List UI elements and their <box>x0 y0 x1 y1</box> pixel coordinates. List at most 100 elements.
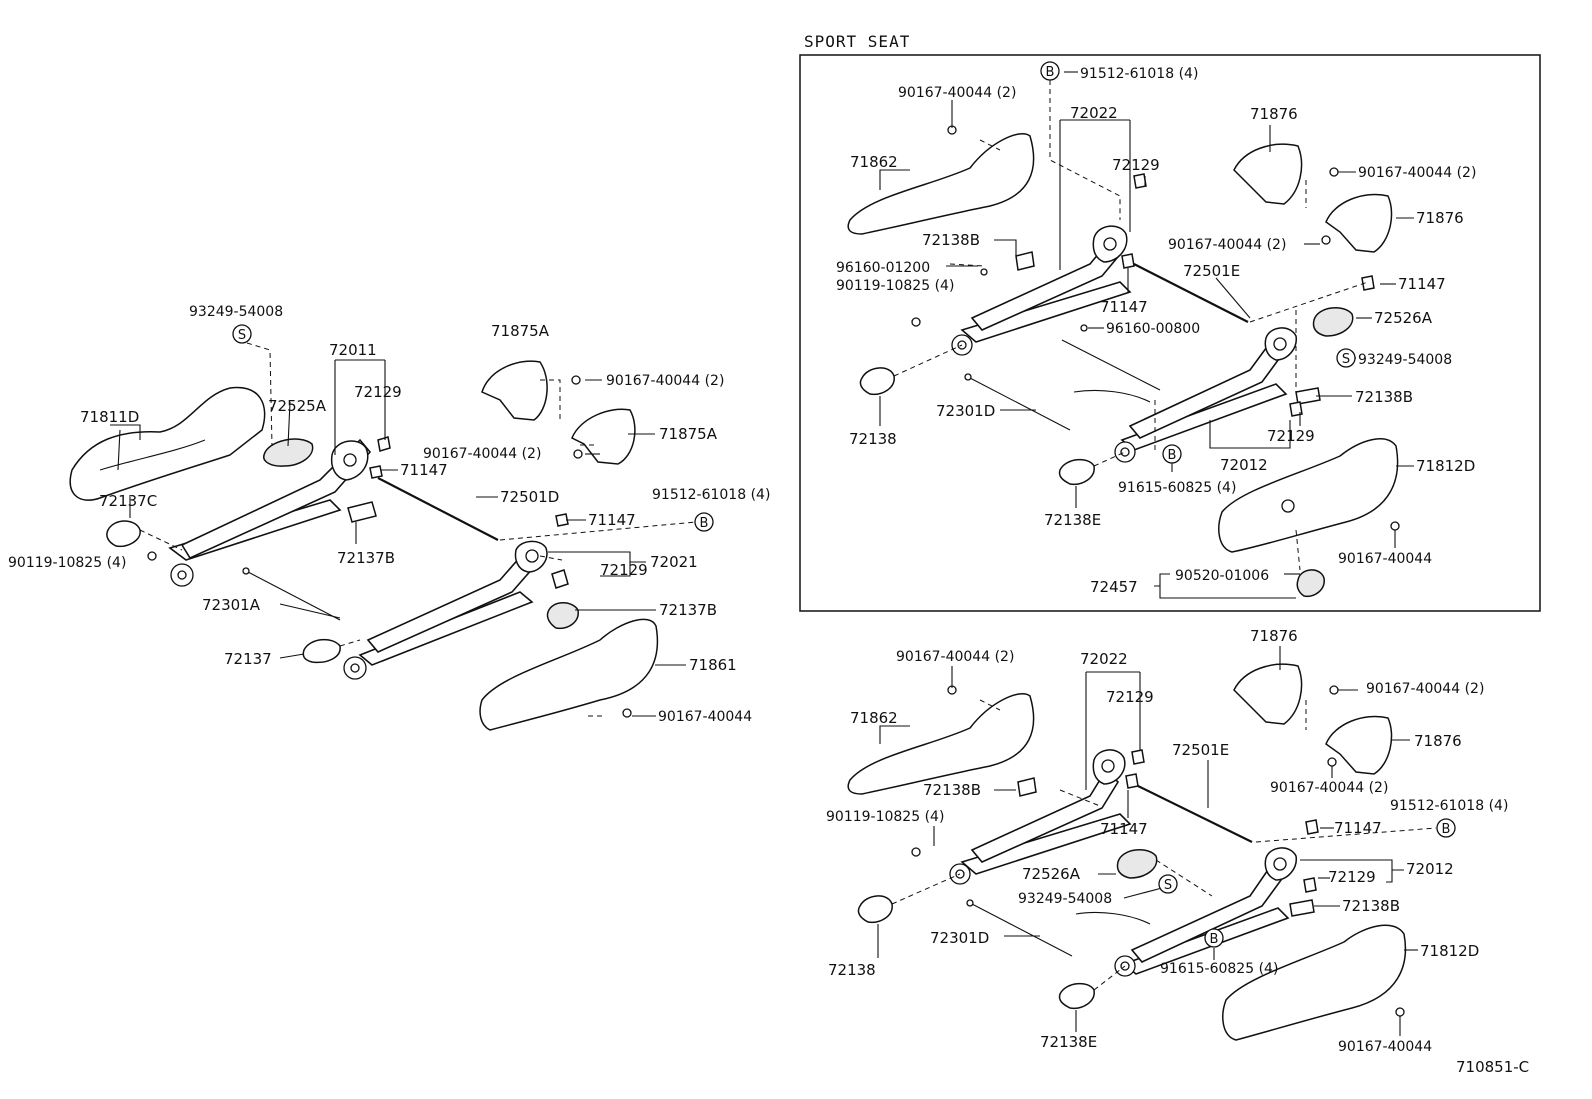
cover-71875A-a <box>481 360 548 421</box>
knob-72138E-bottom <box>1058 982 1095 1010</box>
label-bottom-72138E: 72138E <box>1040 1033 1097 1051</box>
label-sport-91615-60825-4: 91615-60825 (4) <box>1118 480 1236 496</box>
svg-text:S: S <box>1164 878 1172 893</box>
knob-72137 <box>302 638 341 664</box>
cover-71811D <box>69 386 266 501</box>
cable-72301D-sport <box>969 377 1071 431</box>
cable-72301D-bottom <box>971 903 1073 957</box>
label-72137B-b: 72137B <box>659 601 717 619</box>
label-72011: 72011 <box>329 341 377 359</box>
rod-72501E-bottom <box>1137 785 1253 843</box>
label-72021: 72021 <box>650 553 698 571</box>
label-bottom-72022: 72022 <box>1080 650 1128 668</box>
label-bottom-71876-a: 71876 <box>1250 627 1298 645</box>
shield-71862-sport <box>847 133 1035 235</box>
rail-upper-bottom <box>960 813 1132 875</box>
label-72525A: 72525A <box>268 397 327 415</box>
cover-71875A-b <box>571 408 636 465</box>
label-91512-61018-4-a: 91512-61018 (4) <box>652 487 770 503</box>
knob-72138-sport <box>859 367 895 396</box>
label-sport-71876-b: 71876 <box>1416 209 1464 227</box>
svg-text:B: B <box>700 516 709 531</box>
label-bottom-71862: 71862 <box>850 709 898 727</box>
label-bottom-72129-b: 72129 <box>1328 868 1376 886</box>
label-90119-10825-4-a: 90119-10825 (4) <box>8 555 126 571</box>
label-bottom-90167-40044-2-a: 90167-40044 (2) <box>896 649 1014 665</box>
knob-72526A-sport <box>1312 307 1354 337</box>
label-sport-93249-54008: 93249-54008 <box>1358 352 1452 368</box>
sport-seat-title: SPORT SEAT <box>804 32 910 51</box>
knob-72137C <box>106 520 141 548</box>
label-bottom-91512-61018-4: 91512-61018 (4) <box>1390 798 1508 814</box>
label-sport-72138B-b: 72138B <box>1355 388 1413 406</box>
callout-b-sport-a <box>1040 61 1060 81</box>
shield-71862-bottom <box>847 693 1035 795</box>
rod-72501E-sport <box>1133 263 1249 323</box>
rail-upper-sport <box>960 281 1132 343</box>
label-sport-72138B-a: 72138B <box>922 231 980 249</box>
label-sport-71147-a: 71147 <box>1398 275 1446 293</box>
label-71875A-a: 71875A <box>491 322 550 340</box>
label-sport-72129-a: 72129 <box>1112 156 1160 174</box>
label-bottom-71876-b: 71876 <box>1414 732 1462 750</box>
cover-71876-sport-a <box>1233 143 1303 205</box>
sport-seat-assembly: B S B 91512-61018 (4) 90167-40044 (2) 72… <box>836 61 1476 599</box>
label-sport-90119-10825-4: 90119-10825 (4) <box>836 278 954 294</box>
bottom-right-assembly: B S B 90167-40044 (2) 72022 71876 71862 … <box>826 627 1508 1055</box>
label-sport-91512-61018-4: 91512-61018 (4) <box>1080 66 1198 82</box>
label-sport-72138: 72138 <box>849 430 897 448</box>
handle-72137B-left <box>546 602 579 630</box>
label-sport-72022: 72022 <box>1070 104 1118 122</box>
label-sport-90520-01006: 90520-01006 <box>1175 568 1269 584</box>
rod-72501D <box>377 477 499 541</box>
label-bottom-72501E: 72501E <box>1172 741 1229 759</box>
label-bottom-72301D: 72301D <box>930 929 989 947</box>
svg-text:B: B <box>1046 65 1055 80</box>
label-sport-72012: 72012 <box>1220 456 1268 474</box>
label-bottom-72526A: 72526A <box>1022 865 1081 883</box>
label-sport-90167-40044: 90167-40044 <box>1338 551 1432 567</box>
knob-72457-sport <box>1296 569 1325 598</box>
label-71861: 71861 <box>689 656 737 674</box>
label-71147-b: 71147 <box>588 511 636 529</box>
cover-71876-sport-b <box>1325 193 1393 253</box>
label-72137C: 72137C <box>99 492 157 510</box>
label-bottom-90167-40044: 90167-40044 <box>1338 1039 1432 1055</box>
svg-text:S: S <box>238 328 246 343</box>
callout-b-left <box>694 512 714 532</box>
label-bottom-72129-a: 72129 <box>1106 688 1154 706</box>
label-72129-b: 72129 <box>600 561 648 579</box>
shield-71812D-sport <box>1218 438 1399 553</box>
svg-text:B: B <box>1168 448 1177 463</box>
label-sport-90167-40044-2-b: 90167-40044 (2) <box>1358 165 1476 181</box>
cover-71876-bottom-b <box>1325 715 1393 775</box>
label-sport-72526A: 72526A <box>1374 309 1433 327</box>
callout-s-bottom <box>1158 874 1178 894</box>
svg-text:S: S <box>1342 352 1350 367</box>
label-bottom-71147-a: 71147 <box>1334 819 1382 837</box>
label-72301A: 72301A <box>202 596 261 614</box>
label-90167-40044-a: 90167-40044 <box>658 709 752 725</box>
label-71875A-b: 71875A <box>659 425 718 443</box>
label-bottom-72012: 72012 <box>1406 860 1454 878</box>
label-sport-96160-00800: 96160-00800 <box>1106 321 1200 337</box>
label-sport-71812D: 71812D <box>1416 457 1475 475</box>
callout-b-sport-b <box>1162 444 1182 464</box>
knob-72525A <box>263 438 314 467</box>
label-72501D: 72501D <box>500 488 559 506</box>
label-sport-72301D: 72301D <box>936 402 995 420</box>
callout-b-bottom-b <box>1204 928 1224 948</box>
label-sport-90167-40044-2-a: 90167-40044 (2) <box>898 85 1016 101</box>
label-sport-71862: 71862 <box>850 153 898 171</box>
label-bottom-72138B-b: 72138B <box>1342 897 1400 915</box>
shield-71812D-bottom <box>1222 924 1407 1041</box>
svg-text:B: B <box>1442 822 1451 837</box>
label-72137: 72137 <box>224 650 272 668</box>
rail-lower-left <box>358 591 534 666</box>
label-bottom-93249-54008: 93249-54008 <box>1018 891 1112 907</box>
diagram-id: 710851-C <box>1456 1058 1529 1076</box>
label-71147-a: 71147 <box>400 461 448 479</box>
label-bottom-91615-60825-4: 91615-60825 (4) <box>1160 961 1278 977</box>
label-bottom-90119-10825-4: 90119-10825 (4) <box>826 809 944 825</box>
